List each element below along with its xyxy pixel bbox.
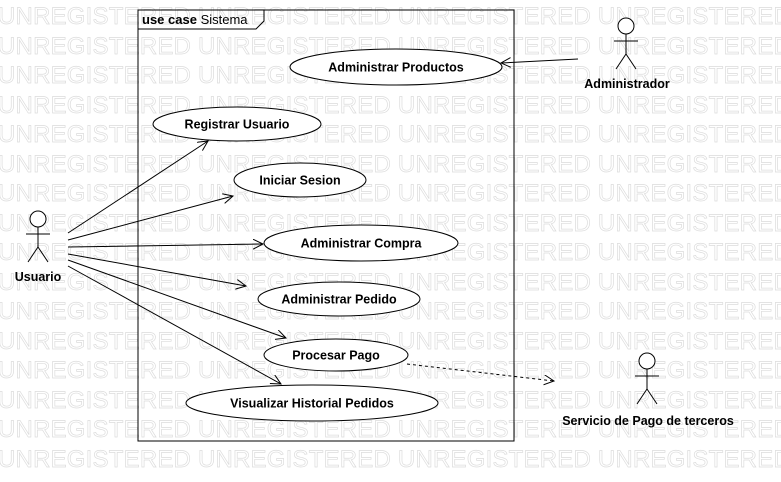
frame-title: use case Sistema — [142, 12, 248, 27]
actor-servicio-pago[interactable]: Servicio de Pago de terceros — [562, 352, 734, 428]
watermark-line: UNREGISTERED UNREGISTERED UNREGISTERED U… — [0, 121, 781, 149]
actor-administrador[interactable]: Administrador — [584, 17, 670, 91]
stick-figure-icon — [614, 17, 638, 70]
association-usuario-pedido — [67, 253, 246, 286]
watermark-line: UNREGISTERED UNREGISTERED UNREGISTERED U… — [0, 150, 781, 178]
dependency-pago-servicio — [406, 363, 554, 381]
association-usuario-historial — [67, 265, 281, 384]
use-case-iniciar-sesion[interactable]: Iniciar Sesion — [233, 162, 367, 198]
use-case-registrar-usuario[interactable]: Registrar Usuario — [152, 106, 322, 142]
actor-label: Administrador — [584, 77, 670, 91]
use-case-label: Procesar Pago — [292, 349, 380, 363]
frame-name: Sistema — [201, 12, 249, 27]
watermark-line: UNREGISTERED UNREGISTERED UNREGISTERED U… — [0, 3, 781, 31]
watermark-line: UNREGISTERED UNREGISTERED UNREGISTERED U… — [0, 91, 781, 119]
frame-keyword: use case — [142, 12, 197, 27]
use-case-visualizar-historial[interactable]: Visualizar Historial Pedidos — [185, 384, 439, 422]
association-usuario-pago — [67, 259, 286, 338]
associations — [67, 59, 579, 384]
watermark-line: UNREGISTERED UNREGISTERED UNREGISTERED U… — [0, 445, 781, 473]
use-case-procesar-pago[interactable]: Procesar Pago — [263, 338, 409, 372]
use-case-label: Iniciar Sesion — [259, 174, 340, 188]
use-case-label: Administrar Productos — [328, 61, 463, 75]
stick-figure-icon — [26, 210, 50, 263]
use-case-label: Administrar Compra — [301, 237, 423, 251]
use-case-label: Registrar Usuario — [185, 118, 290, 132]
actor-label: Servicio de Pago de terceros — [562, 414, 734, 428]
watermark-line: UNREGISTERED UNREGISTERED UNREGISTERED U… — [0, 180, 781, 208]
use-case-label: Administrar Pedido — [281, 293, 397, 307]
use-case-label: Visualizar Historial Pedidos — [230, 397, 394, 411]
use-case-administrar-productos[interactable]: Administrar Productos — [289, 48, 503, 86]
use-case-administrar-pedido[interactable]: Administrar Pedido — [257, 281, 421, 317]
use-case-administrar-compra[interactable]: Administrar Compra — [263, 224, 459, 262]
actor-usuario[interactable]: Usuario — [15, 210, 62, 284]
association-administrador-productos — [501, 59, 579, 63]
association-usuario-iniciar — [67, 196, 233, 241]
association-usuario-registrar — [67, 141, 208, 234]
actor-label: Usuario — [15, 270, 62, 284]
system-frame: use case Sistema — [137, 9, 515, 442]
watermark-line: UNREGISTERED UNREGISTERED UNREGISTERED U… — [0, 416, 781, 444]
association-usuario-compra — [67, 244, 263, 247]
stick-figure-icon — [635, 352, 659, 405]
